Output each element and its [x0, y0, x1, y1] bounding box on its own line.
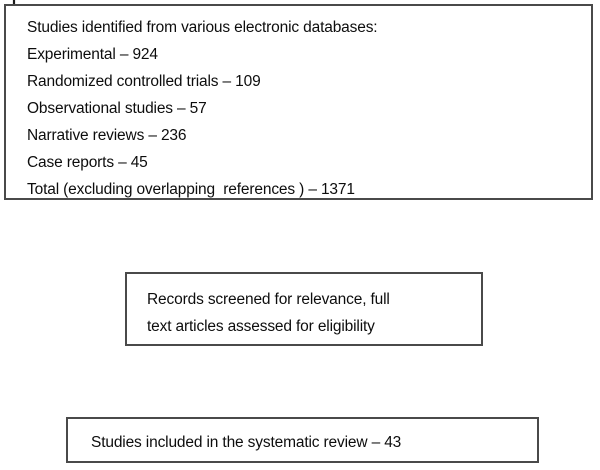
flowchart-node-included	[66, 417, 539, 463]
flowchart-node-identification	[4, 4, 593, 200]
flowchart-node-screening	[125, 272, 483, 346]
flowchart-node-identification-text: Studies identified from various electron…	[27, 19, 378, 198]
flowchart-node-screening-text: Records screened for relevance, full tex…	[147, 291, 390, 335]
flowchart-node-included-text: Studies included in the systematic revie…	[91, 434, 402, 451]
